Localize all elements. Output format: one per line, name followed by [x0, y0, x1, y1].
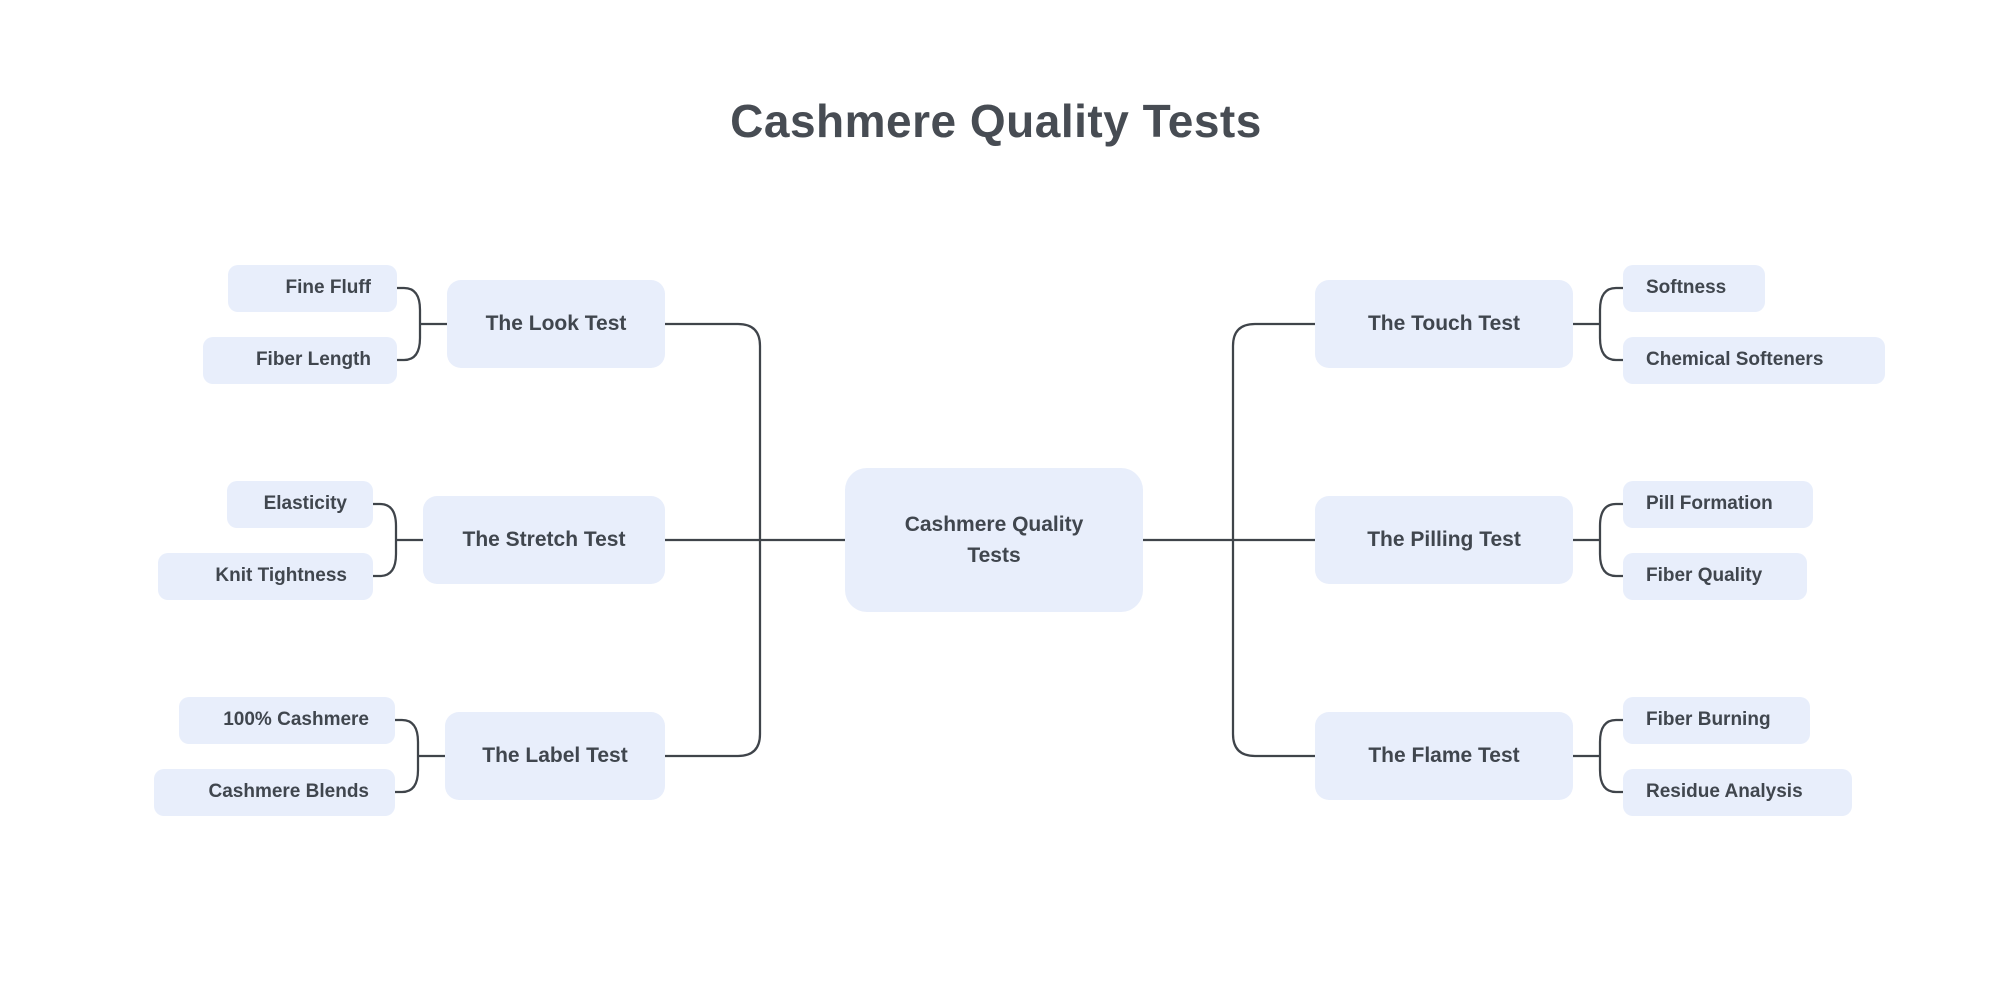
leaf-node-residue-analysis: Residue Analysis [1623, 768, 1852, 816]
diagram-title: Cashmere Quality Tests [730, 95, 1262, 147]
connector-path-6 [373, 502, 398, 578]
connector-path-14 [1598, 718, 1623, 794]
leaf-node-pill-formation: Pill Formation [1623, 480, 1813, 528]
leaf-node-100-cashmere: 100% Cashmere [179, 696, 395, 744]
connector-path-8 [395, 718, 420, 794]
branch-node-the-pilling-test: The Pilling Test [1315, 496, 1573, 584]
connector-path-10 [1598, 286, 1623, 362]
branch-node-the-touch-test: The Touch Test [1315, 280, 1573, 368]
leaf-node-fiber-length: Fiber Length [203, 336, 397, 384]
branch-node-the-flame-test: The Flame Test [1315, 712, 1573, 800]
connector-path-2 [665, 322, 762, 758]
connector-path-12 [1598, 502, 1623, 578]
connector-path-4 [397, 286, 422, 362]
branch-node-the-stretch-test: The Stretch Test [423, 496, 665, 584]
leaf-node-fine-fluff: Fine Fluff [228, 264, 397, 312]
branch-node-the-label-test: The Label Test [445, 712, 665, 800]
leaf-node-fiber-burning: Fiber Burning [1623, 696, 1810, 744]
leaf-node-cashmere-blends: Cashmere Blends [154, 768, 395, 816]
central-node: Cashmere Quality Tests [845, 468, 1143, 612]
leaf-node-fiber-quality: Fiber Quality [1623, 552, 1807, 600]
branch-node-the-look-test: The Look Test [447, 280, 665, 368]
connector-path-3 [1231, 322, 1315, 758]
leaf-node-softness: Softness [1623, 264, 1765, 312]
leaf-node-chemical-softeners: Chemical Softeners [1623, 336, 1885, 384]
leaf-node-elasticity: Elasticity [227, 480, 373, 528]
leaf-node-knit-tightness: Knit Tightness [158, 552, 373, 600]
